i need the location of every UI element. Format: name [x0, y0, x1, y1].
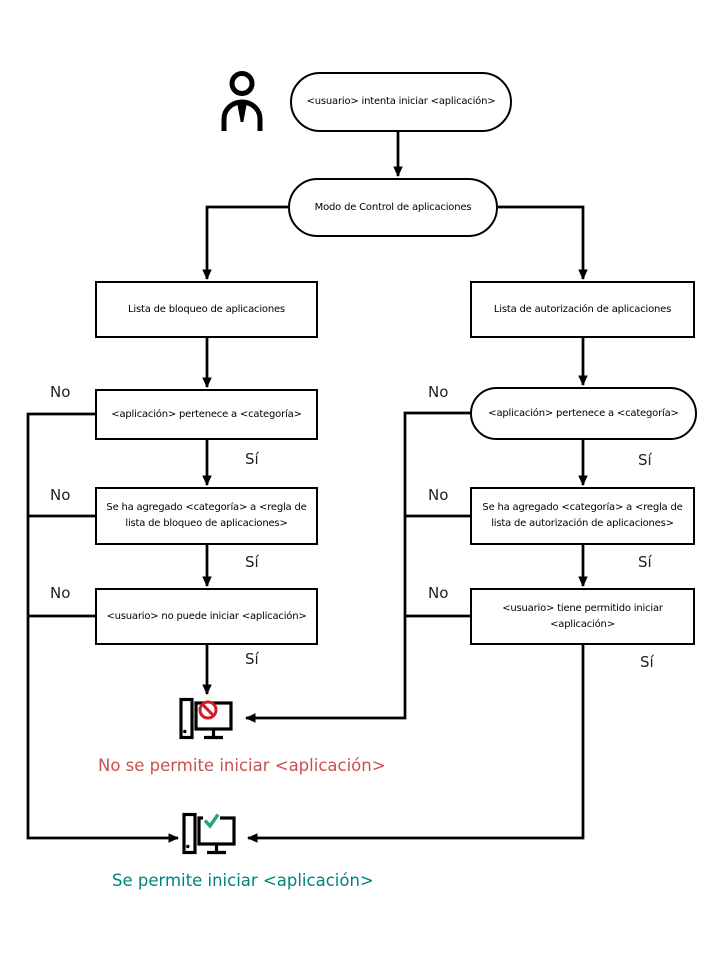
- si-label: Sí: [640, 653, 654, 671]
- node-control-mode: Modo de Control de aplicaciones: [288, 178, 498, 237]
- user-icon: [221, 71, 263, 131]
- node-deny-belongs-category: <aplicación> pertenece a <categoría>: [95, 389, 318, 440]
- si-label: Sí: [638, 451, 652, 469]
- blocked-computer-icon: [179, 697, 233, 740]
- blocked-outcome-text: No se permite iniciar <aplicación>: [98, 756, 386, 775]
- no-label: No: [428, 383, 449, 401]
- node-start: <usuario> intenta iniciar <aplicación>: [290, 72, 512, 132]
- si-label: Sí: [245, 450, 259, 468]
- node-allow-belongs-category: <aplicación> pertenece a <categoría>: [470, 387, 697, 440]
- node-allow-result: <usuario> tiene permitido iniciar <aplic…: [470, 588, 695, 645]
- si-label: Sí: [638, 553, 652, 571]
- allowed-computer-icon: [182, 812, 236, 855]
- node-denylist: Lista de bloqueo de aplicaciones: [95, 281, 318, 338]
- node-allowlist: Lista de autorización de aplicaciones: [470, 281, 695, 338]
- si-label: Sí: [245, 650, 259, 668]
- no-label: No: [428, 584, 449, 602]
- no-label: No: [428, 486, 449, 504]
- no-label: No: [50, 584, 71, 602]
- node-deny-rule: Se ha agregado <categoría> a <regla de l…: [95, 487, 318, 545]
- node-deny-result: <usuario> no puede iniciar <aplicación>: [95, 588, 318, 645]
- si-label: Sí: [245, 553, 259, 571]
- no-label: No: [50, 383, 71, 401]
- node-allow-rule: Se ha agregado <categoría> a <regla de l…: [470, 487, 695, 545]
- no-label: No: [50, 486, 71, 504]
- allowed-outcome-text: Se permite iniciar <aplicación>: [112, 871, 374, 890]
